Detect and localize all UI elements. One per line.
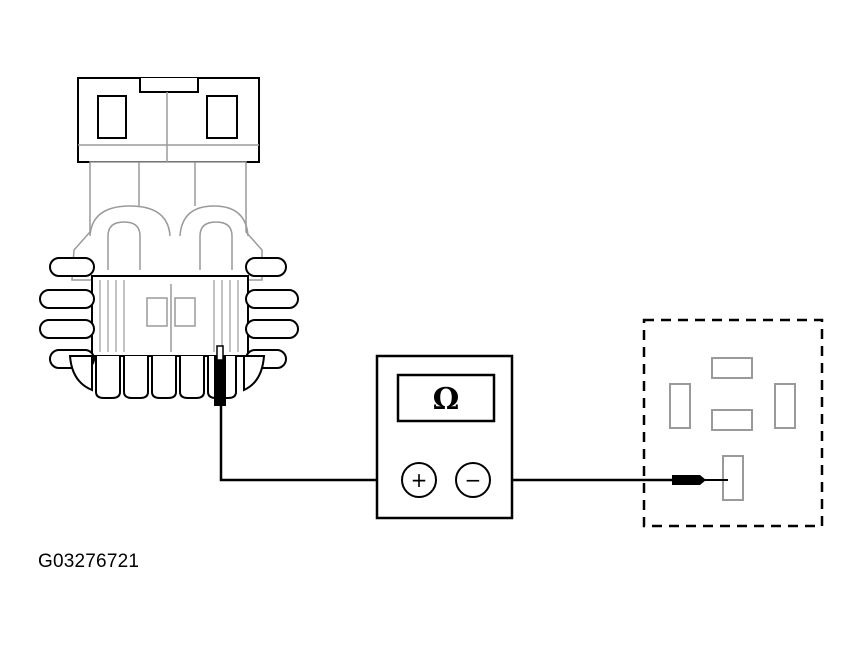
test-leads (219, 406, 672, 482)
connector-latch-arch-left (89, 205, 171, 237)
negative-jack (455, 462, 491, 498)
socket-terminal-bottom (722, 455, 744, 501)
socket-terminal-right (774, 383, 796, 429)
connector-ribs-left (39, 257, 95, 369)
back-probe (214, 345, 226, 406)
connector-bottom-fingers (68, 355, 93, 392)
ohmmeter: Ω + − (375, 354, 514, 520)
socket-terminal-top (711, 357, 753, 379)
socket-terminal-left (669, 383, 691, 429)
connector-top-notch (139, 78, 199, 93)
connector-latch-arch-right (179, 205, 249, 237)
positive-lead-wire (219, 406, 400, 482)
socket-terminal-center (711, 409, 753, 431)
negative-jack-label: − (465, 468, 482, 492)
positive-jack-label: + (411, 468, 428, 492)
ohmmeter-display (396, 373, 496, 423)
connector-ribs-right (245, 257, 299, 369)
socket-probe (672, 475, 728, 485)
ohmmeter-display-symbol: Ω (433, 382, 460, 417)
relay-socket-outline (642, 318, 824, 528)
positive-jack (401, 462, 437, 498)
relay-socket (642, 318, 824, 528)
connector-top-window-right (206, 95, 238, 139)
connector (39, 77, 299, 399)
figure-id-label: G03276721 (38, 551, 140, 572)
connector-top-window-left (97, 95, 127, 139)
